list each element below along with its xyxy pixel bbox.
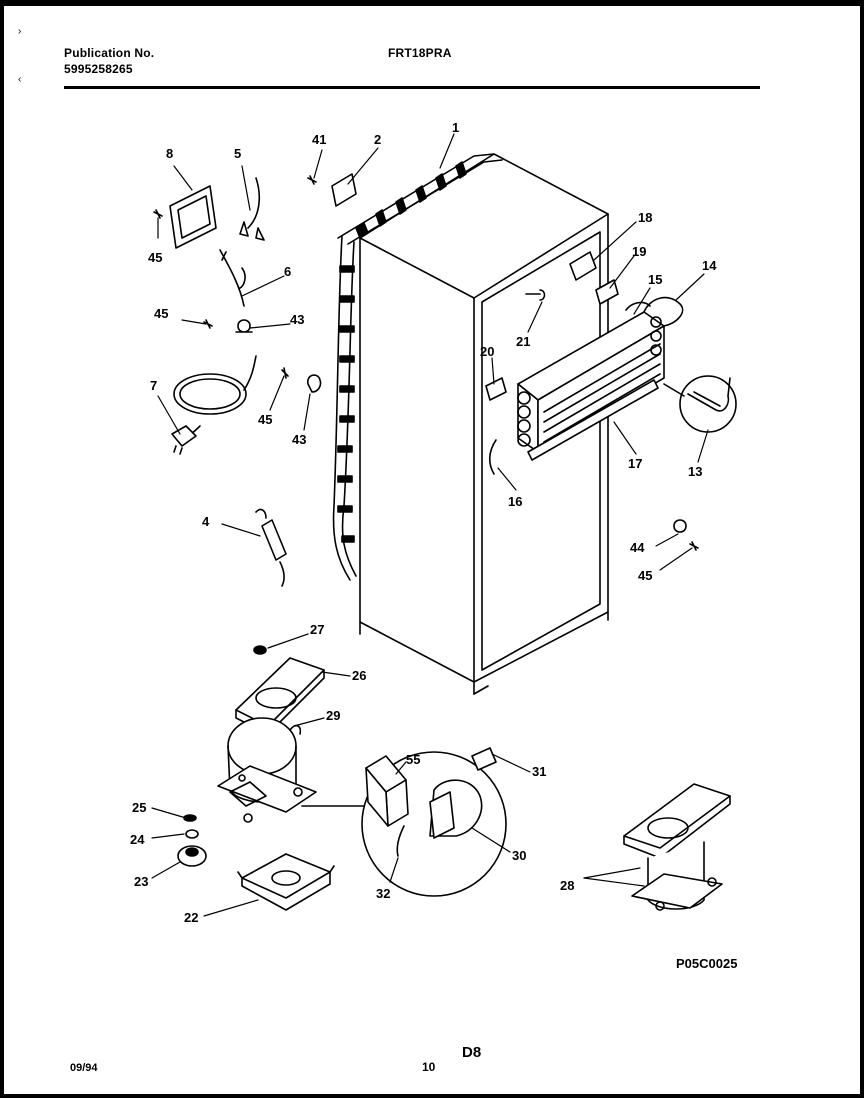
part-18-drawing xyxy=(569,251,597,281)
callout-14: 14 xyxy=(702,258,717,273)
callout-43a: 43 xyxy=(290,312,304,327)
callout-19: 19 xyxy=(632,244,646,259)
footer-page-number: 10 xyxy=(422,1060,436,1074)
callout-8: 8 xyxy=(166,146,173,161)
part-27-drawing xyxy=(253,645,267,655)
part-43b-drawing xyxy=(307,374,322,393)
callout-45b: 45 xyxy=(154,306,168,321)
callout-45c: 45 xyxy=(258,412,272,427)
part-8-drawing xyxy=(169,185,217,249)
evaporator-drawing xyxy=(517,296,684,461)
part-28-drawing xyxy=(623,783,731,911)
part-7-drawing xyxy=(171,355,257,455)
callout-numbers: 1 2 41 8 5 45 6 45 43 7 45 43 18 19 15 1… xyxy=(130,120,717,925)
part-6-drawing xyxy=(219,249,246,307)
callout-17: 17 xyxy=(628,456,642,471)
callout-13: 13 xyxy=(688,464,702,479)
callout-55: 55 xyxy=(406,752,420,767)
part-19-drawing xyxy=(595,279,619,305)
callout-45a: 45 xyxy=(148,250,162,265)
callout-1: 1 xyxy=(452,120,459,135)
callout-43b: 43 xyxy=(292,432,306,447)
part-45d-drawing xyxy=(689,541,699,551)
callout-25: 25 xyxy=(132,800,146,815)
exploded-parts-diagram: 1 2 41 8 5 45 6 45 43 7 45 43 18 19 15 1… xyxy=(130,120,737,925)
part-21-drawing xyxy=(525,289,546,301)
callout-29: 29 xyxy=(326,708,340,723)
diagram-code: P05C0025 xyxy=(676,956,738,971)
part-44-drawing xyxy=(673,519,687,533)
part-41-drawing xyxy=(307,175,317,185)
callout-15: 15 xyxy=(648,272,662,287)
part-45b-drawing xyxy=(203,319,213,329)
callout-23: 23 xyxy=(134,874,148,889)
publication-number: 5995258265 xyxy=(64,62,133,76)
part-45a-drawing xyxy=(153,209,163,219)
callout-2: 2 xyxy=(374,132,381,147)
part-5-drawing xyxy=(239,177,265,241)
part-16-drawing xyxy=(488,439,497,475)
part-43a-drawing xyxy=(235,319,253,333)
callout-27: 27 xyxy=(310,622,324,637)
part-24-drawing xyxy=(185,829,199,839)
callout-26: 26 xyxy=(352,668,366,683)
footer-date: 09/94 xyxy=(70,1062,98,1074)
callout-7: 7 xyxy=(150,378,157,393)
diagram-page: › ‹ Publication No. 5995258265 FRT18PRA xyxy=(4,6,860,1094)
callout-30: 30 xyxy=(512,848,526,863)
callout-21: 21 xyxy=(516,334,530,349)
part-45c-drawing xyxy=(281,367,289,379)
callout-18: 18 xyxy=(638,210,652,225)
callout-16: 16 xyxy=(508,494,522,509)
callout-6: 6 xyxy=(284,264,291,279)
model-number: FRT18PRA xyxy=(388,46,452,60)
callout-22: 22 xyxy=(184,910,198,925)
scan-mark: ‹ xyxy=(18,74,22,85)
header-rule xyxy=(64,86,760,89)
footer-section: D8 xyxy=(462,1044,482,1061)
callout-32: 32 xyxy=(376,886,390,901)
cabinet-drawing xyxy=(359,153,609,695)
part-22-drawing xyxy=(237,853,335,911)
callout-5: 5 xyxy=(234,146,241,161)
leader-lines xyxy=(151,133,709,917)
part-4-drawing xyxy=(255,508,287,587)
part-20-drawing xyxy=(485,377,507,401)
callout-24: 24 xyxy=(130,832,145,847)
part-23-drawing xyxy=(177,845,207,867)
callout-28: 28 xyxy=(560,878,574,893)
part-29-drawing xyxy=(217,717,317,823)
heat-exchanger-detail xyxy=(663,375,737,433)
callout-20: 20 xyxy=(480,344,494,359)
callout-41: 41 xyxy=(312,132,326,147)
relay-overload-detail xyxy=(301,747,507,897)
callout-31: 31 xyxy=(532,764,546,779)
callout-45d: 45 xyxy=(638,568,652,583)
callout-44: 44 xyxy=(630,540,645,555)
condenser-coil-drawing xyxy=(332,153,503,581)
scan-mark: › xyxy=(18,26,22,37)
callout-4: 4 xyxy=(202,514,210,529)
publication-label: Publication No. xyxy=(64,46,155,60)
